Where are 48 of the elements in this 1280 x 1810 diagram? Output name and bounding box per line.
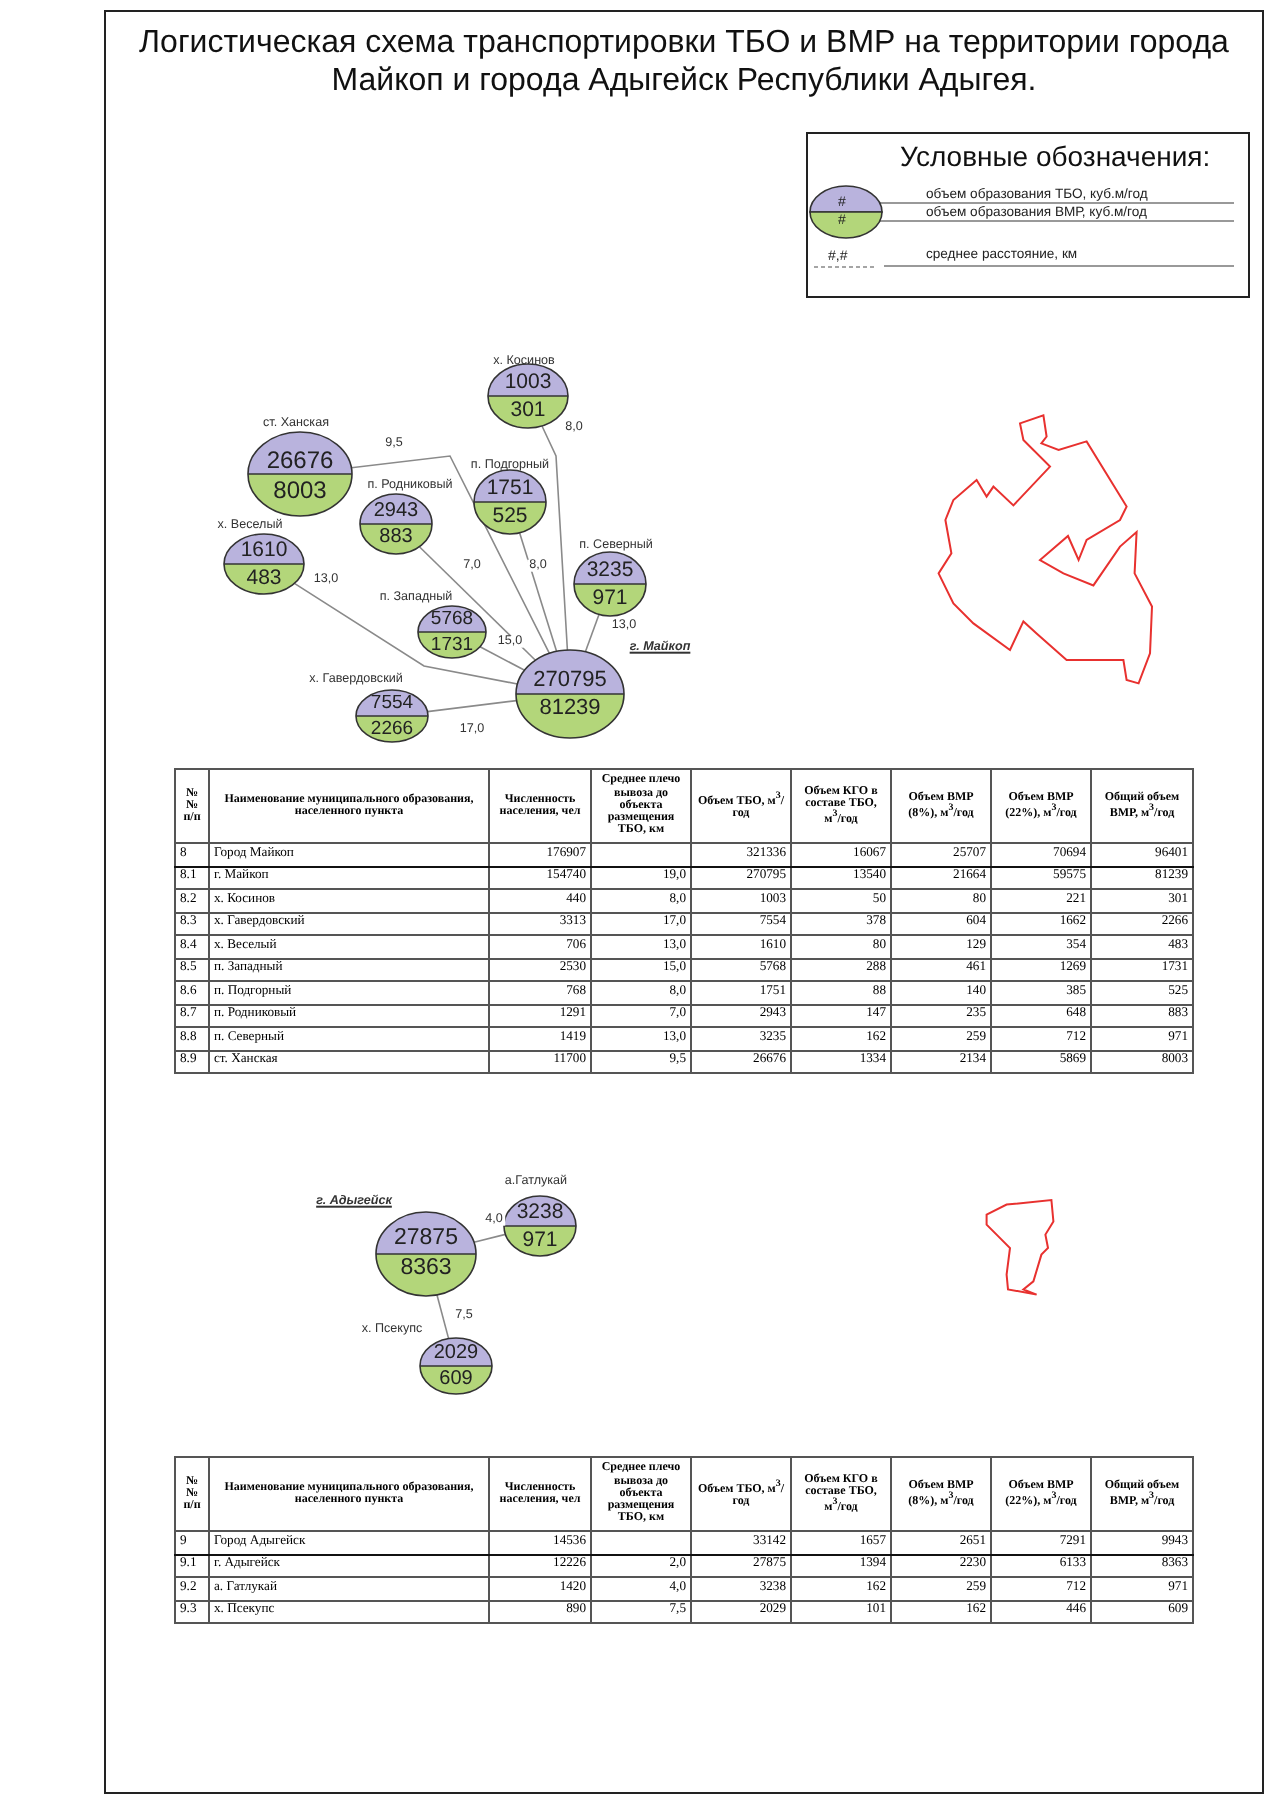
volume-value: 883 <box>377 527 415 547</box>
split-ellipse-node <box>418 1336 494 1396</box>
volume-value: 2029 <box>431 1343 481 1363</box>
connector-line <box>350 455 551 655</box>
connector-line <box>584 613 600 653</box>
legend-title: Условные обозначения: <box>900 140 1211 172</box>
split-ellipse-node <box>246 430 354 518</box>
volume-value: 3238 <box>514 1202 566 1223</box>
connector-line <box>293 582 519 685</box>
split-ellipse-node <box>416 604 488 660</box>
volume-value: 525 <box>490 505 530 526</box>
volume-value: 8003 <box>271 477 329 501</box>
volume-value: 7554 <box>368 694 416 713</box>
connector-line <box>418 546 537 661</box>
connector-line <box>541 425 569 651</box>
volume-value: 971 <box>520 1229 560 1250</box>
volume-value: 3235 <box>584 560 636 581</box>
split-ellipse-node <box>222 532 306 596</box>
volume-value: 301 <box>508 399 548 420</box>
connector-line <box>479 646 526 671</box>
split-ellipse-node <box>486 362 570 430</box>
split-ellipse-node <box>354 688 430 744</box>
volume-value: 609 <box>437 1369 475 1389</box>
split-ellipse-node <box>472 468 548 536</box>
split-ellipse-node <box>514 648 626 740</box>
volume-value: 2943 <box>371 501 421 521</box>
connector-line <box>426 699 518 713</box>
volume-value: 1610 <box>238 540 290 561</box>
volume-value: 270795 <box>531 669 609 691</box>
split-ellipse-node <box>502 1194 578 1258</box>
split-ellipse-node <box>572 550 648 618</box>
diagram-title: Логистическая схема транспортировки ТБО и ВМР на территории города Майкоп и города Адыгейск Республики Адыгея. <box>137 24 1231 101</box>
volume-value: 1003 <box>502 372 554 393</box>
volume-value: 971 <box>590 587 630 608</box>
volume-value: 483 <box>244 567 284 588</box>
volume-value: 1731 <box>428 635 476 654</box>
volume-value: 26676 <box>264 447 336 471</box>
split-ellipse-node <box>358 492 434 556</box>
connector-line <box>473 1233 507 1243</box>
volume-value: 5768 <box>428 610 476 629</box>
volume-value: 8363 <box>398 1257 454 1280</box>
connector-line <box>518 532 558 653</box>
volume-value: 27875 <box>392 1228 460 1251</box>
volume-value: 2266 <box>368 719 416 738</box>
connector-line <box>436 1294 450 1340</box>
split-ellipse-node <box>374 1210 478 1298</box>
volume-value: 1751 <box>484 478 536 499</box>
volume-value: 81239 <box>537 697 603 719</box>
